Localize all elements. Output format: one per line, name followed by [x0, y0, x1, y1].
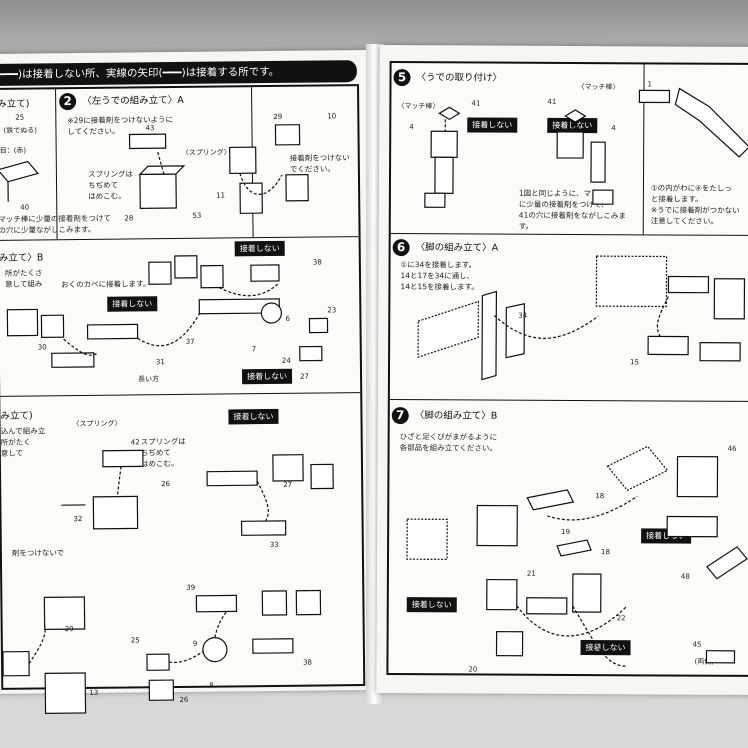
svg-text:25: 25 — [131, 636, 140, 644]
svg-text:32: 32 — [73, 515, 82, 523]
svg-text:29: 29 — [273, 113, 282, 121]
svg-text:23: 23 — [327, 306, 336, 314]
svg-text:41: 41 — [547, 98, 556, 106]
right-page-diagrams: 41 4 41 4 1 34 15 18 19 21 18 22 20 46 4… — [406, 80, 748, 674]
svg-text:18: 18 — [601, 548, 610, 556]
svg-text:15: 15 — [630, 358, 639, 366]
left-page-diagrams: 43 28 53 29 10 11 38 37 6 23 27 30 31 7 … — [0, 112, 336, 714]
svg-text:28: 28 — [124, 214, 133, 222]
svg-text:46: 46 — [728, 445, 737, 453]
svg-text:38: 38 — [303, 659, 312, 667]
svg-text:26: 26 — [161, 480, 171, 488]
svg-text:45: 45 — [693, 641, 702, 649]
svg-text:24: 24 — [282, 357, 292, 365]
svg-text:31: 31 — [156, 358, 165, 366]
svg-text:20: 20 — [468, 665, 477, 673]
svg-text:11: 11 — [216, 191, 225, 199]
svg-text:29: 29 — [65, 625, 74, 633]
svg-text:39: 39 — [186, 584, 195, 592]
right-page: 5 〈うでの取り付け〉 〈マッチ棒〉 〈マッチ棒〉 接着しない 接着しない 1図… — [376, 44, 748, 696]
svg-text:4: 4 — [611, 124, 616, 132]
svg-text:27: 27 — [300, 373, 309, 381]
left-page: (━━━)は接着しない所、実線の矢印(━━━)は接着する所です。 み立て) 25… — [0, 49, 376, 714]
svg-text:37: 37 — [186, 338, 195, 346]
svg-text:13: 13 — [89, 689, 98, 697]
svg-text:53: 53 — [192, 212, 201, 220]
svg-text:33: 33 — [270, 541, 279, 549]
svg-text:43: 43 — [145, 124, 154, 132]
svg-text:1: 1 — [647, 80, 652, 88]
svg-text:48: 48 — [681, 573, 690, 581]
svg-text:30: 30 — [38, 343, 47, 351]
svg-text:9: 9 — [193, 640, 198, 648]
svg-text:26: 26 — [179, 696, 189, 704]
svg-text:4: 4 — [409, 123, 414, 131]
svg-text:42: 42 — [131, 438, 140, 446]
svg-text:21: 21 — [527, 570, 536, 578]
svg-text:8: 8 — [209, 682, 214, 690]
svg-text:19: 19 — [561, 528, 570, 536]
svg-text:22: 22 — [617, 614, 626, 622]
svg-text:34: 34 — [518, 312, 527, 320]
svg-text:38: 38 — [313, 258, 322, 266]
svg-text:7: 7 — [252, 345, 257, 353]
svg-text:18: 18 — [595, 492, 604, 500]
svg-text:10: 10 — [327, 112, 336, 120]
svg-text:6: 6 — [285, 315, 290, 323]
svg-text:41: 41 — [471, 99, 480, 107]
svg-text:27: 27 — [283, 481, 292, 489]
